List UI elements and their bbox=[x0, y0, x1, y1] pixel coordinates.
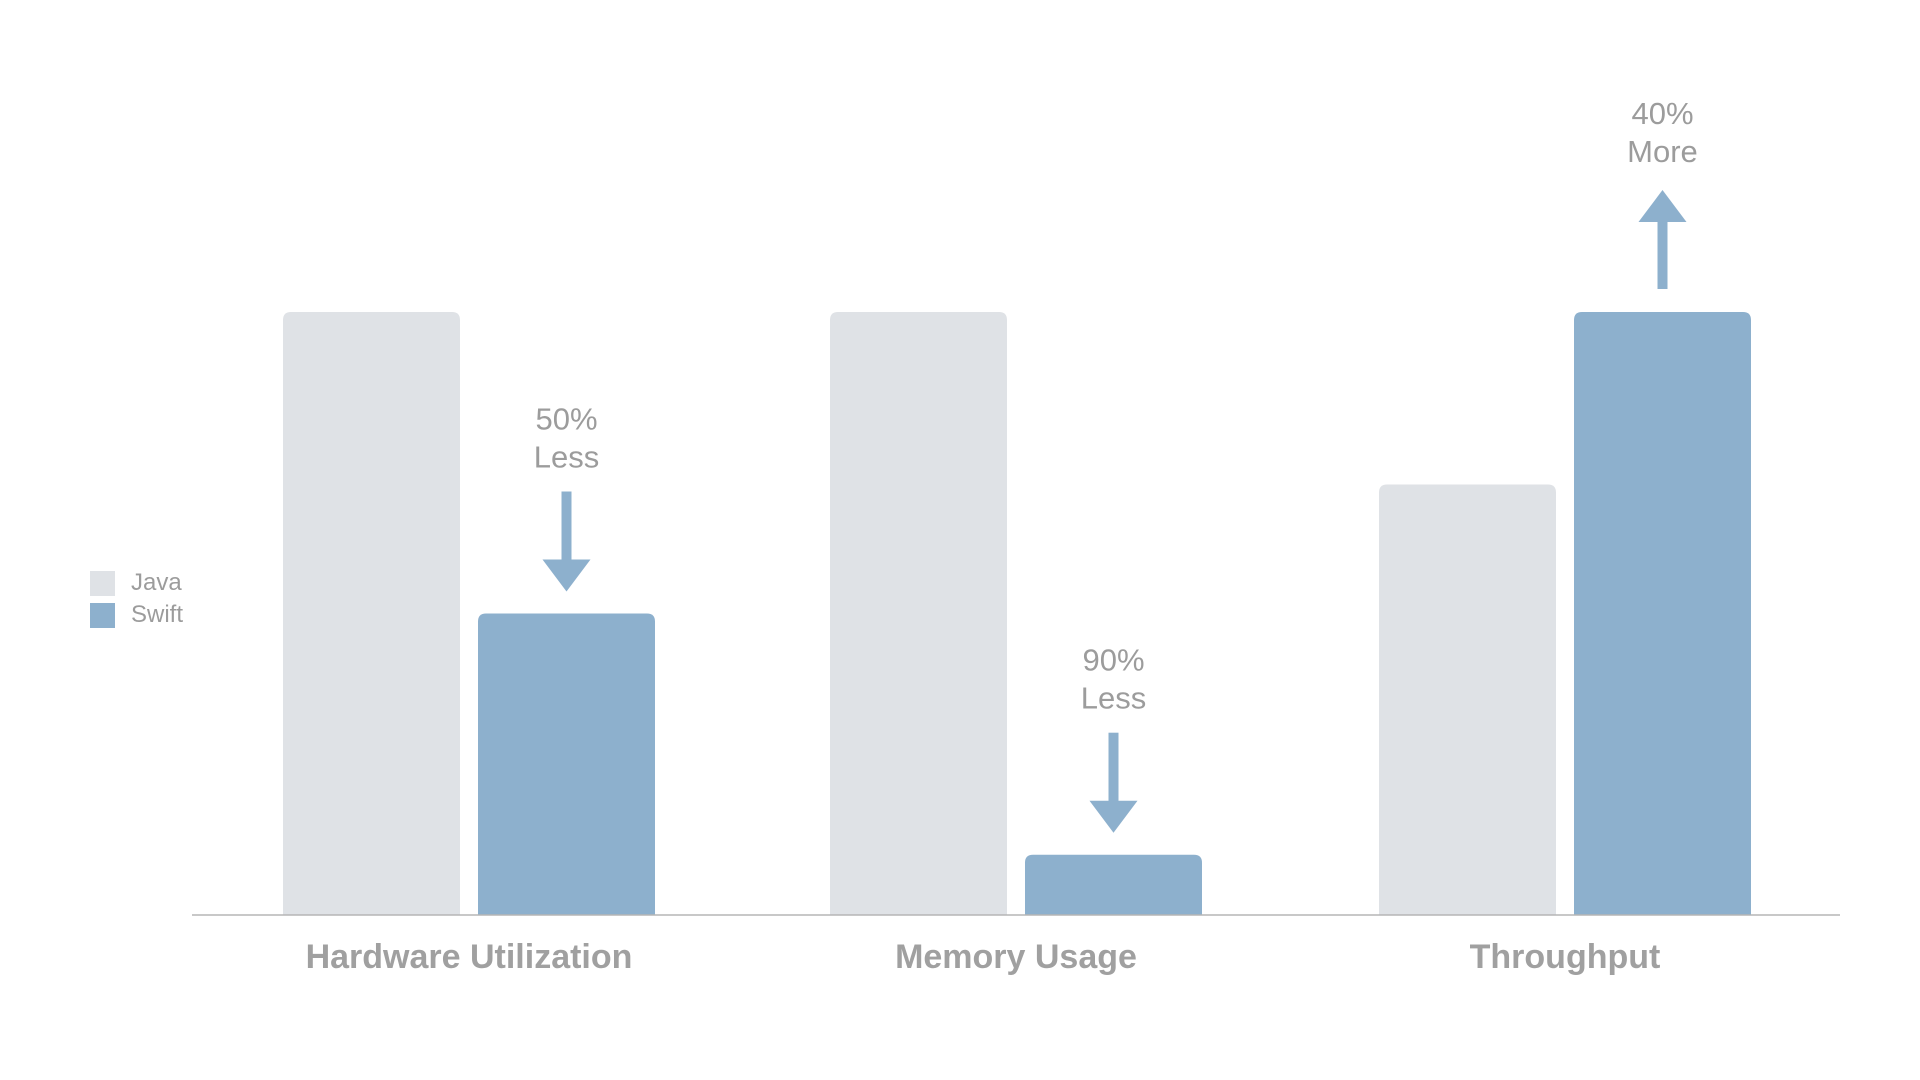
legend-label-java: Java bbox=[131, 569, 182, 596]
legend-item-swift: Swift bbox=[90, 599, 183, 631]
bar-java-throughput bbox=[1379, 484, 1556, 915]
arrowhead-down-icon bbox=[542, 559, 591, 592]
bar-java-memory-usage bbox=[830, 312, 1007, 915]
arrowhead-up-icon bbox=[1638, 190, 1687, 222]
x-tick-label-throughput: Throughput bbox=[1470, 938, 1661, 976]
legend-swatch-swift bbox=[90, 602, 115, 628]
bar-java-hardware-utilization bbox=[283, 312, 460, 915]
legend-item-java: Java bbox=[90, 567, 183, 599]
x-tick-labels: Hardware Utilization Memory Usage Throughp… bbox=[306, 938, 1661, 976]
annotation-hardware-utilization: 50%Less bbox=[534, 402, 599, 592]
legend-label-swift: Swift bbox=[131, 601, 184, 628]
annotation-label: Less bbox=[1081, 681, 1146, 716]
annotation-value: 50% bbox=[535, 402, 597, 437]
x-tick-label-memory-usage: Memory Usage bbox=[895, 938, 1137, 976]
arrow-down-icon bbox=[561, 491, 572, 561]
annotation-throughput: 40%More bbox=[1627, 96, 1698, 289]
annotation-memory-usage: 90%Less bbox=[1081, 643, 1146, 833]
arrow-up-icon bbox=[1657, 221, 1668, 289]
x-tick-label-hardware-utilization: Hardware Utilization bbox=[306, 938, 633, 976]
bars-group bbox=[283, 312, 1751, 915]
legend-swatch-java bbox=[90, 570, 115, 596]
arrow-down-icon bbox=[1108, 732, 1119, 802]
annotation-label: More bbox=[1627, 134, 1698, 169]
bar-swift-hardware-utilization bbox=[478, 613, 655, 915]
annotation-value: 90% bbox=[1082, 643, 1144, 678]
arrowhead-down-icon bbox=[1089, 800, 1138, 833]
annotation-label: Less bbox=[534, 440, 599, 475]
legend: Java Swift bbox=[90, 567, 183, 631]
bar-swift-throughput bbox=[1574, 312, 1751, 915]
bar-swift-memory-usage bbox=[1025, 854, 1202, 915]
annotation-value: 40% bbox=[1631, 96, 1693, 131]
